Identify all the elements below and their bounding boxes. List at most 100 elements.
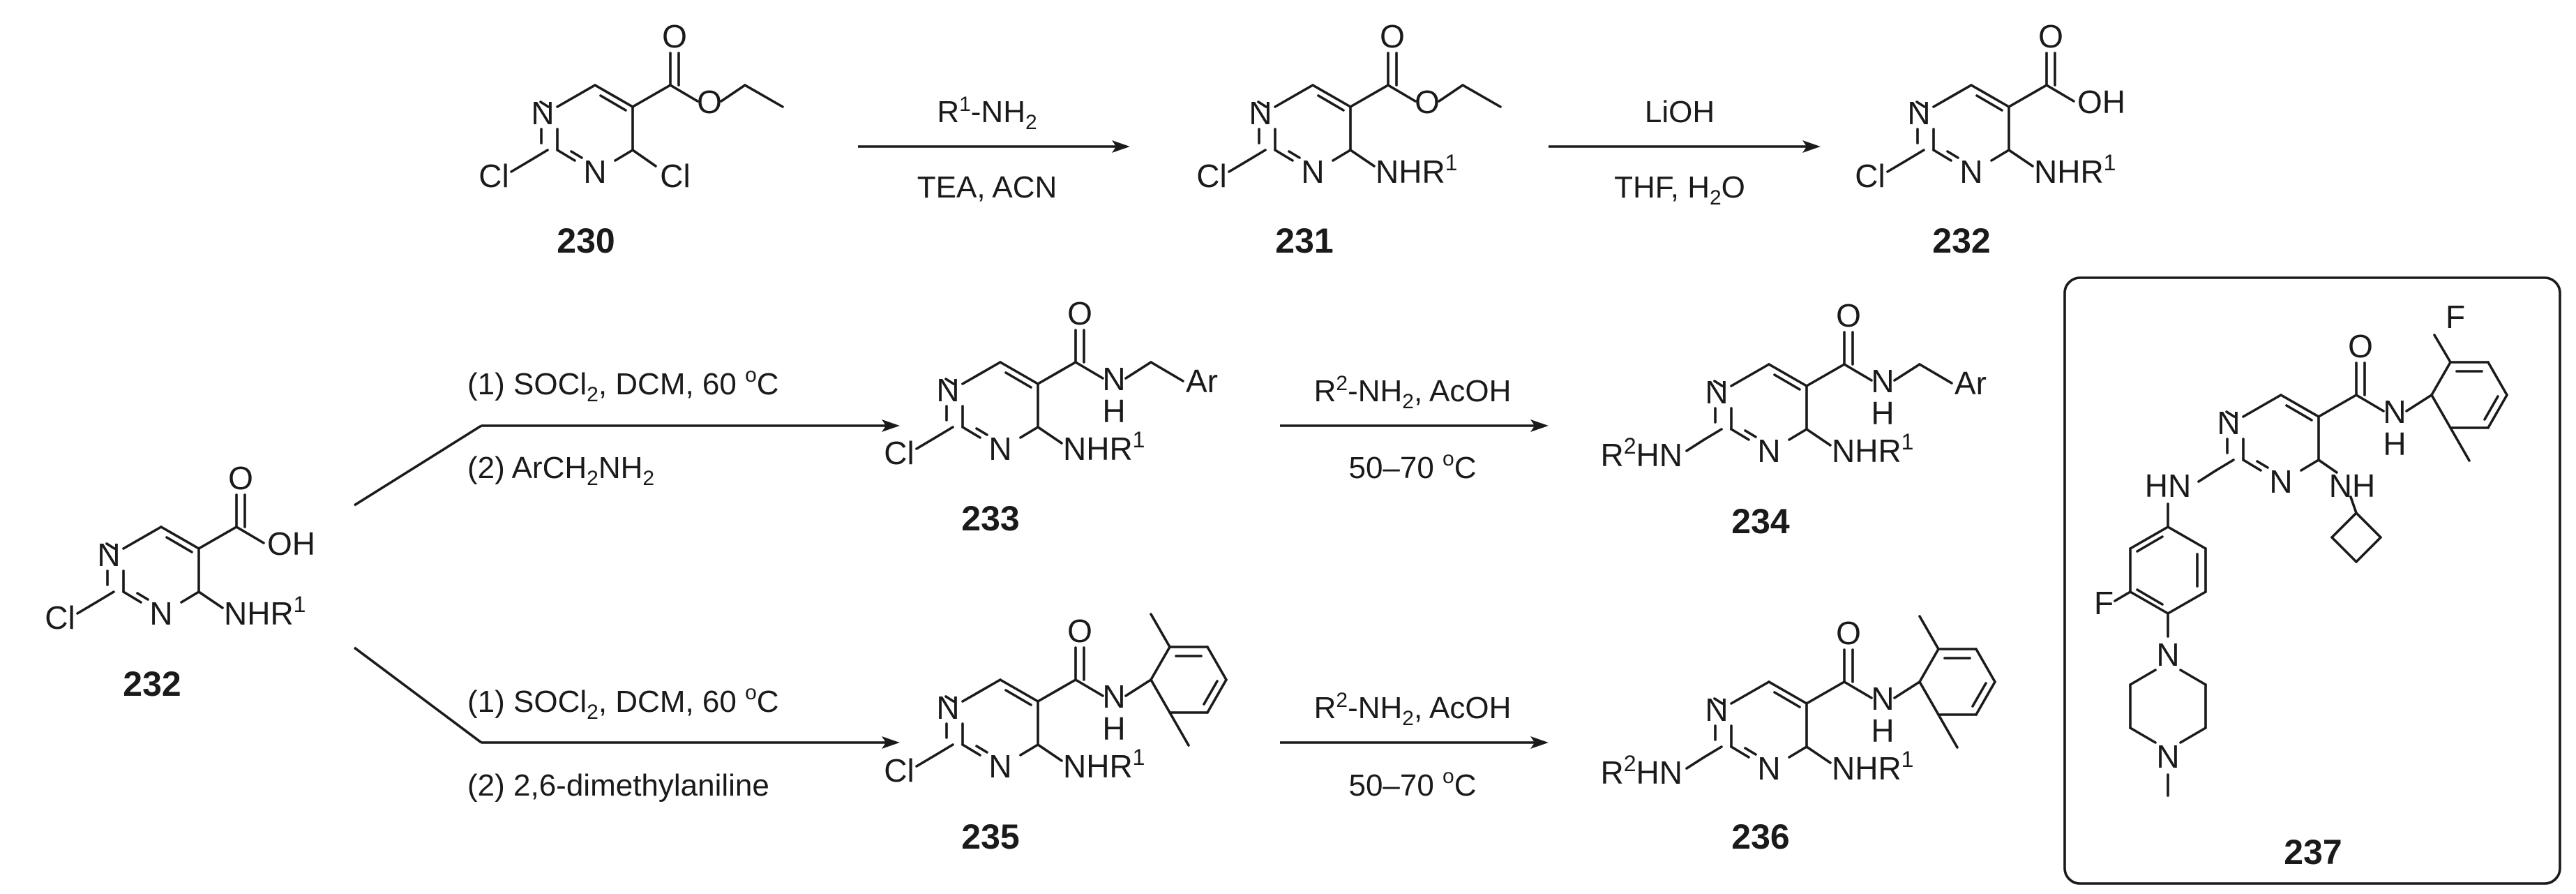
c232l-atom-N3: N bbox=[149, 595, 172, 632]
c233-atom-N-amide: N bbox=[1102, 361, 1125, 397]
arrow-branch-upper: (1) SOCl2, DCM, 60 oC (2) ArCH2NH2 bbox=[354, 364, 900, 507]
c234-label: 234 bbox=[1731, 502, 1790, 541]
c232t-atom-N1: N bbox=[1907, 95, 1930, 131]
c230-atom-Cl4: Cl bbox=[660, 158, 690, 194]
c234-atom-H-amide: H bbox=[1871, 395, 1894, 431]
arrow-step2: LiOH THF, H2O bbox=[1549, 95, 1821, 209]
c237-atom-N1: N bbox=[2217, 405, 2240, 441]
c230-atom-N3: N bbox=[583, 154, 606, 190]
c236-atom-H-amide: H bbox=[1871, 713, 1894, 749]
c231-group-NHR1: NHR1 bbox=[1376, 150, 1457, 190]
step5-line2: (2) 2,6-dimethylaniline bbox=[467, 768, 769, 803]
c232t-atom-O: O bbox=[2038, 18, 2063, 54]
c231-atom-N1: N bbox=[1249, 95, 1272, 131]
compound-232-top: N N O OH Cl NHR1 232 bbox=[1855, 18, 2125, 260]
c230-atom-Cl2: Cl bbox=[479, 158, 509, 194]
c233-atom-N1: N bbox=[936, 372, 959, 408]
c231-atom-O-ester: O bbox=[1415, 84, 1440, 120]
c237-atom-F-aryl: F bbox=[2446, 299, 2465, 335]
c233-atom-N3: N bbox=[988, 431, 1011, 467]
compound-237-box: F O N N N H HN NH F N N 237 bbox=[2063, 276, 2561, 885]
c231-atom-Cl: Cl bbox=[1196, 158, 1226, 194]
c236-group-R2HN: R2HN bbox=[1601, 751, 1682, 791]
c234-atom-O: O bbox=[1836, 297, 1861, 334]
c236-atom-O: O bbox=[1836, 615, 1861, 651]
c234-atom-N1: N bbox=[1705, 374, 1728, 410]
c230-label: 230 bbox=[557, 221, 615, 260]
c235-atom-N1: N bbox=[936, 690, 959, 726]
step2-solvent: THF, H2O bbox=[1614, 170, 1745, 209]
c232l-group-OH: OH bbox=[267, 526, 315, 562]
step2-reagent: LiOH bbox=[1645, 95, 1715, 129]
c230-atom-N1: N bbox=[531, 95, 554, 131]
c237-atom-N-piperazine-1: N bbox=[2156, 636, 2179, 673]
c237-atom-N3: N bbox=[2269, 463, 2292, 500]
c231-atom-O-carbonyl: O bbox=[1380, 18, 1405, 54]
c233-atom-O: O bbox=[1067, 295, 1092, 331]
c233-group-NHR1: NHR1 bbox=[1063, 427, 1145, 467]
c232t-atom-Cl: Cl bbox=[1855, 158, 1885, 194]
c231-atom-N3: N bbox=[1301, 154, 1324, 190]
compound-233: N N O N H Ar Cl NHR1 233 bbox=[884, 295, 1218, 538]
step3-line2: (2) ArCH2NH2 bbox=[467, 451, 654, 490]
c233-group-Ar: Ar bbox=[1186, 363, 1218, 399]
c232l-group-NHR1: NHR1 bbox=[224, 592, 306, 632]
c235-label: 235 bbox=[961, 817, 1019, 856]
c231-label: 231 bbox=[1275, 221, 1333, 260]
step6-line1: R2-NH2, AcOH bbox=[1314, 689, 1512, 730]
c236-label: 236 bbox=[1731, 817, 1789, 856]
c237-atom-F-phenyl: F bbox=[2094, 585, 2114, 621]
c232l-atom-O: O bbox=[228, 460, 253, 496]
compound-236: N N O N H R2HN NHR1 236 bbox=[1601, 615, 1996, 856]
c232l-atom-Cl: Cl bbox=[45, 599, 75, 636]
c236-atom-N1: N bbox=[1705, 692, 1728, 728]
c234-atom-N-amide: N bbox=[1871, 363, 1894, 399]
c237-atom-O: O bbox=[2348, 328, 2373, 364]
c234-group-Ar: Ar bbox=[1954, 365, 1987, 401]
step4-line1: R2-NH2, AcOH bbox=[1314, 372, 1512, 413]
c237-atom-H-amide: H bbox=[2383, 426, 2406, 462]
c237-atom-N-amide: N bbox=[2383, 394, 2406, 430]
arrow-step6: R2-NH2, AcOH 50–70 oC bbox=[1280, 689, 1549, 803]
c230-atom-O-carbonyl: O bbox=[662, 18, 687, 54]
c235-atom-N3: N bbox=[988, 748, 1011, 784]
arrow-step4: R2-NH2, AcOH 50–70 oC bbox=[1280, 372, 1549, 485]
compound-234: N N O N H Ar R2HN NHR1 234 bbox=[1601, 297, 1987, 541]
c232t-label: 232 bbox=[1932, 221, 1990, 260]
step6-line2: 50–70 oC bbox=[1348, 765, 1476, 803]
c236-group-NHR1: NHR1 bbox=[1832, 747, 1913, 787]
compound-231: N N O O Cl NHR1 231 bbox=[1196, 18, 1502, 260]
c237-group-NH: NH bbox=[2329, 468, 2375, 504]
c236-atom-N-amide: N bbox=[1871, 680, 1894, 717]
c235-atom-N-amide: N bbox=[1102, 678, 1125, 715]
step4-line2: 50–70 oC bbox=[1348, 447, 1476, 485]
c232l-label: 232 bbox=[123, 664, 181, 703]
arrow-branch-lower: (1) SOCl2, DCM, 60 oC (2) 2,6-dimethylan… bbox=[353, 646, 900, 803]
c230-atom-O-ester: O bbox=[697, 84, 722, 120]
compound-230: N N O O Cl Cl 230 bbox=[479, 18, 784, 260]
c235-atom-O: O bbox=[1067, 613, 1092, 649]
compound-235: N N O N H Cl NHR1 235 bbox=[884, 613, 1228, 856]
c237-group-HN: HN bbox=[2145, 468, 2191, 504]
c235-atom-H-amide: H bbox=[1102, 710, 1125, 747]
c234-group-R2HN: R2HN bbox=[1601, 433, 1682, 473]
c234-atom-N3: N bbox=[1757, 433, 1780, 469]
c232t-group-NHR1: NHR1 bbox=[2034, 150, 2116, 190]
step1-solvent: TEA, ACN bbox=[917, 170, 1057, 204]
c236-atom-N3: N bbox=[1757, 750, 1780, 787]
step1-reagent: R1-NH2 bbox=[937, 93, 1037, 134]
c232t-group-OH: OH bbox=[2077, 84, 2125, 120]
compound-232-left: N N O OH Cl NHR1 232 bbox=[45, 460, 315, 703]
step5-line1: (1) SOCl2, DCM, 60 oC bbox=[467, 681, 779, 724]
arrow-step1: R1-NH2 TEA, ACN bbox=[858, 93, 1130, 204]
c233-label: 233 bbox=[961, 499, 1019, 538]
c232t-atom-N3: N bbox=[1959, 154, 1982, 190]
c235-group-NHR1: NHR1 bbox=[1063, 745, 1145, 784]
c237-label: 237 bbox=[2284, 833, 2342, 872]
c234-group-NHR1: NHR1 bbox=[1832, 429, 1913, 469]
c235-atom-Cl: Cl bbox=[884, 752, 914, 789]
c233-atom-H-amide: H bbox=[1102, 393, 1125, 429]
c233-atom-Cl: Cl bbox=[884, 435, 914, 471]
c232l-atom-N1: N bbox=[97, 537, 120, 573]
